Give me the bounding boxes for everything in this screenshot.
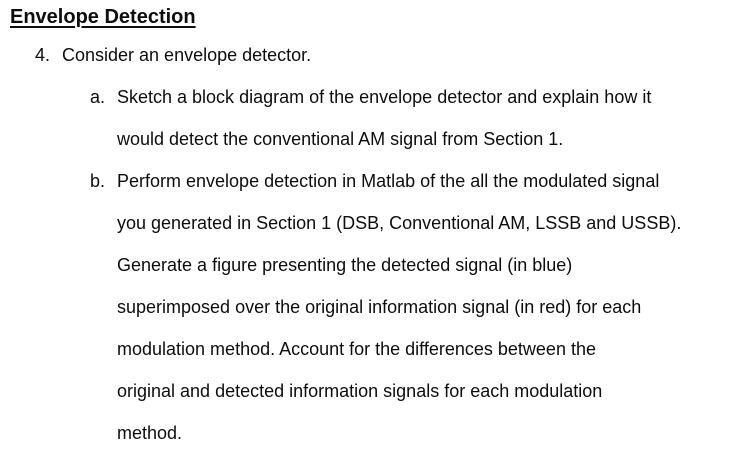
text-line: method. bbox=[117, 423, 183, 443]
list-item-number: 4. bbox=[35, 45, 51, 65]
text-line: would detect the conventional AM signal … bbox=[117, 129, 564, 149]
text-line: Generate a figure presenting the detecte… bbox=[117, 255, 573, 275]
text-line: you generated in Section 1 (DSB, Convent… bbox=[117, 213, 682, 233]
page-title: Envelope Detection bbox=[10, 6, 196, 28]
text-line: Perform envelope detection in Matlab of … bbox=[117, 171, 660, 191]
list-item-4: 4. Consider an envelope detector. bbox=[35, 34, 741, 76]
text-line: superimposed over the original informati… bbox=[117, 297, 642, 317]
text-line: modulation method. Account for the diffe… bbox=[117, 339, 596, 359]
sub-item-a-text: Sketch a block diagram of the envelope d… bbox=[117, 76, 741, 160]
text-line: Sketch a block diagram of the envelope d… bbox=[117, 87, 652, 107]
sub-item-b-text: Perform envelope detection in Matlab of … bbox=[117, 160, 741, 454]
text-line: original and detected information signal… bbox=[117, 381, 603, 401]
sub-item-b-label: b. bbox=[90, 171, 106, 191]
sub-item-a-label: a. bbox=[90, 87, 106, 107]
sub-item-b: b. Perform envelope detection in Matlab … bbox=[90, 160, 741, 454]
sub-item-a: a. Sketch a block diagram of the envelop… bbox=[90, 76, 741, 160]
list-item-text: Consider an envelope detector. bbox=[62, 45, 312, 65]
